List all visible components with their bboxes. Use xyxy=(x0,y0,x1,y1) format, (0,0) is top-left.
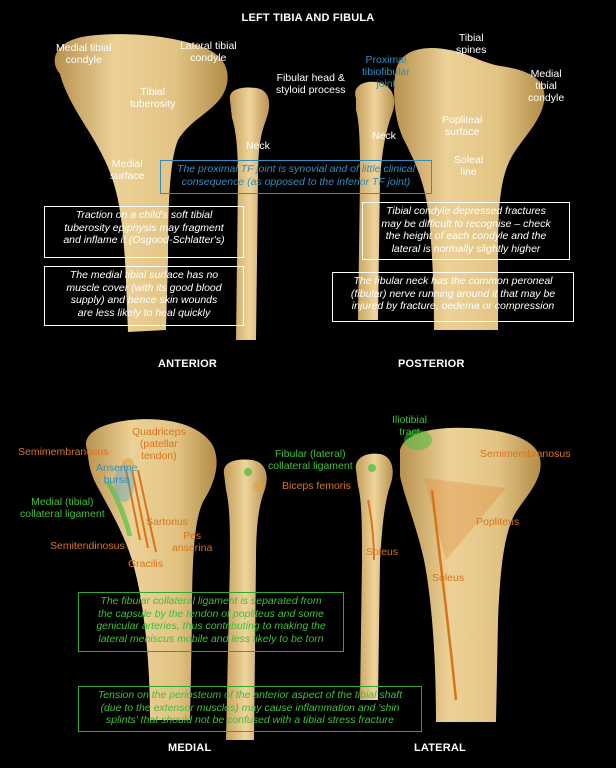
label-medial-surface: Medial surface xyxy=(110,158,145,182)
label-fcl: Fibular (lateral) collateral ligament xyxy=(268,448,353,472)
biceps-attachment-mark xyxy=(253,481,263,491)
label-quadriceps: Quadriceps (patellar tendon) xyxy=(132,426,186,462)
label-mcl: Medial (tibial) collateral ligament xyxy=(20,496,105,520)
fcl-attachment-mark xyxy=(244,468,252,476)
label-semimembranosus-lateral: Semimembranosus xyxy=(480,448,571,460)
note-fibular-neck: The fibular neck has the common peroneal… xyxy=(332,272,574,322)
note-tf-joint: The proximal TF joint is synovial and of… xyxy=(160,160,432,194)
label-proximal-tf-joint: Proximal tibiofibular joint xyxy=(362,54,410,90)
posterior-tibia xyxy=(394,48,545,330)
label-anserine-bursa: Anserine bursa xyxy=(96,462,138,486)
posterior-fibula xyxy=(355,81,395,321)
note-condyle-fracture: Tibial condyle depressed fractures may b… xyxy=(362,202,570,260)
label-iliotibial-tract: Iliotibial tract xyxy=(392,414,428,438)
anterior-fibula xyxy=(229,87,270,340)
soleus-line-tibia xyxy=(430,489,458,701)
sartorius-line xyxy=(125,469,141,541)
label-neck-anterior: Neck xyxy=(246,140,270,152)
label-tibial-tuberosity: Tibial tuberosity xyxy=(130,86,176,110)
lateral-tibia xyxy=(400,427,541,722)
anterior-tibia xyxy=(54,34,228,332)
medial-tibia xyxy=(85,419,217,720)
mcl-band xyxy=(105,480,133,537)
diagram-title: LEFT TIBIA AND FIBULA xyxy=(241,12,375,24)
gracilis-line xyxy=(131,469,149,549)
note-osgood-schlatter: Traction on a child's soft tibial tubero… xyxy=(44,206,244,258)
note-medial-surface: The medial tibial surface has no muscle … xyxy=(44,266,244,326)
label-neck-posterior: Neck xyxy=(372,130,396,142)
view-label-lateral: LATERAL xyxy=(414,742,466,754)
popliteus-area xyxy=(424,478,506,560)
note-fibular-collateral-ligament: The fibular collateral ligament is separ… xyxy=(78,592,344,652)
label-gracilis: Gracilis xyxy=(128,558,164,570)
view-label-medial: MEDIAL xyxy=(168,742,212,754)
label-biceps-femoris: Biceps femoris xyxy=(282,480,351,492)
label-lateral-tibial-condyle: Lateral tibial condyle xyxy=(180,40,237,64)
label-popliteal-surface: Popliteal surface xyxy=(442,114,483,138)
label-fibular-head: Fibular head & styloid process xyxy=(276,72,346,96)
label-soleus-fibula: Soleus xyxy=(366,546,399,558)
lateral-fibula xyxy=(355,453,393,700)
label-soleal-line: Soleal line xyxy=(454,154,484,178)
medial-fibula xyxy=(223,459,267,740)
quadriceps-insertion-mark xyxy=(122,458,134,470)
anserine-bursa-mark xyxy=(114,466,134,502)
label-pes-anserina: Pes anserina xyxy=(172,530,213,554)
semitendinosus-line xyxy=(137,469,157,553)
soleus-line-fibula xyxy=(367,499,375,561)
view-label-posterior: POSTERIOR xyxy=(398,358,465,370)
note-shin-splints: Tension on the periosteum of the anterio… xyxy=(78,686,422,732)
label-popliteus: Popliteus xyxy=(476,516,520,528)
label-medial-tibial-condyle-posterior: Medial tibial condyle xyxy=(528,68,565,104)
label-tibial-spines: Tibial spines xyxy=(456,32,487,56)
label-semitendinosus: Semitendinosus xyxy=(50,540,125,552)
label-semimembranosus-medial: Semimembranosus xyxy=(18,446,109,458)
label-medial-tibial-condyle: Medial tibial condyle xyxy=(56,42,112,66)
label-sartorius: Sartorius xyxy=(146,516,189,528)
label-soleus-tibia: Soleus xyxy=(432,572,465,584)
semimembranosus-insertion-mark xyxy=(94,464,106,476)
view-label-anterior: ANTERIOR xyxy=(158,358,218,370)
fcl-fibula-mark xyxy=(368,464,376,472)
iliotibial-tract-mark xyxy=(404,430,432,450)
